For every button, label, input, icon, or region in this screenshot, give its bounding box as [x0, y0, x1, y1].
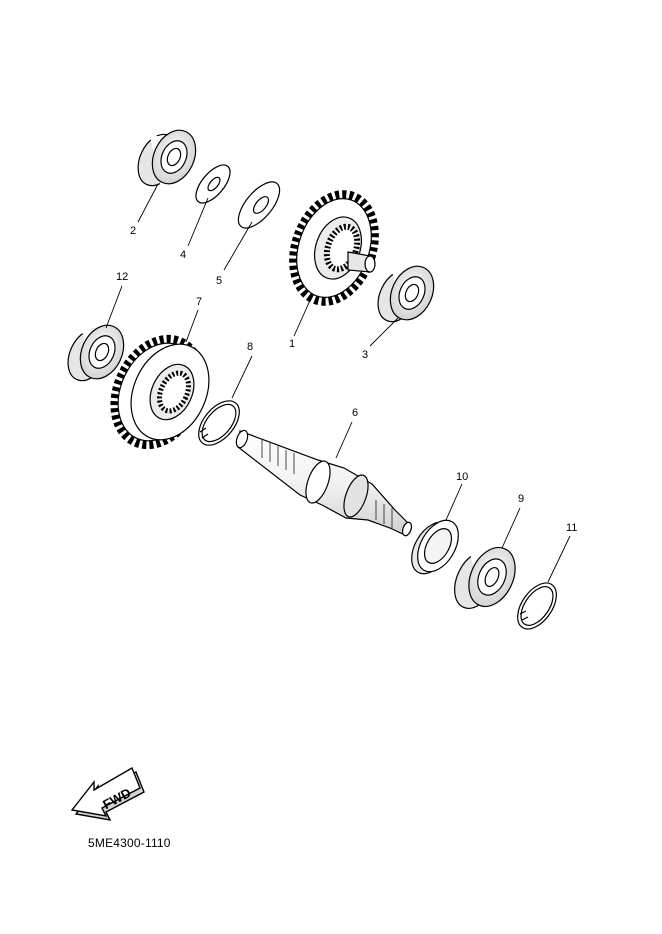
callout-9: 9: [518, 493, 524, 505]
bearing-part-3: [377, 265, 435, 323]
callout-12: 12: [116, 271, 128, 283]
leader-lines: [105, 183, 571, 583]
oil-seal-part-10: [411, 519, 459, 575]
diagram-code: 5ME4300-1110: [88, 836, 171, 850]
callout-5: 5: [216, 275, 222, 287]
bearing-part-12: [67, 324, 125, 382]
bearing-part-2: [137, 129, 197, 187]
shaft-part-6: [235, 429, 413, 537]
callout-3: 3: [362, 349, 368, 361]
washer-part-5: [237, 181, 281, 229]
callout-7: 7: [196, 296, 202, 308]
callout-2: 2: [130, 225, 136, 237]
callout-11: 11: [566, 522, 577, 534]
callout-8: 8: [247, 341, 253, 353]
callout-10: 10: [456, 471, 468, 483]
callout-4: 4: [180, 249, 186, 261]
bearing-part-9: [454, 546, 516, 609]
circlip-part-8: [198, 400, 240, 446]
gear-part-7: [110, 334, 210, 450]
fwd-arrow-icon: FWD: [70, 766, 145, 821]
callout-1: 1: [289, 338, 295, 350]
washer-part-4: [195, 164, 231, 204]
callout-6: 6: [352, 407, 358, 419]
gear-part-1: [289, 190, 379, 306]
circlip-part-11: [517, 582, 557, 630]
